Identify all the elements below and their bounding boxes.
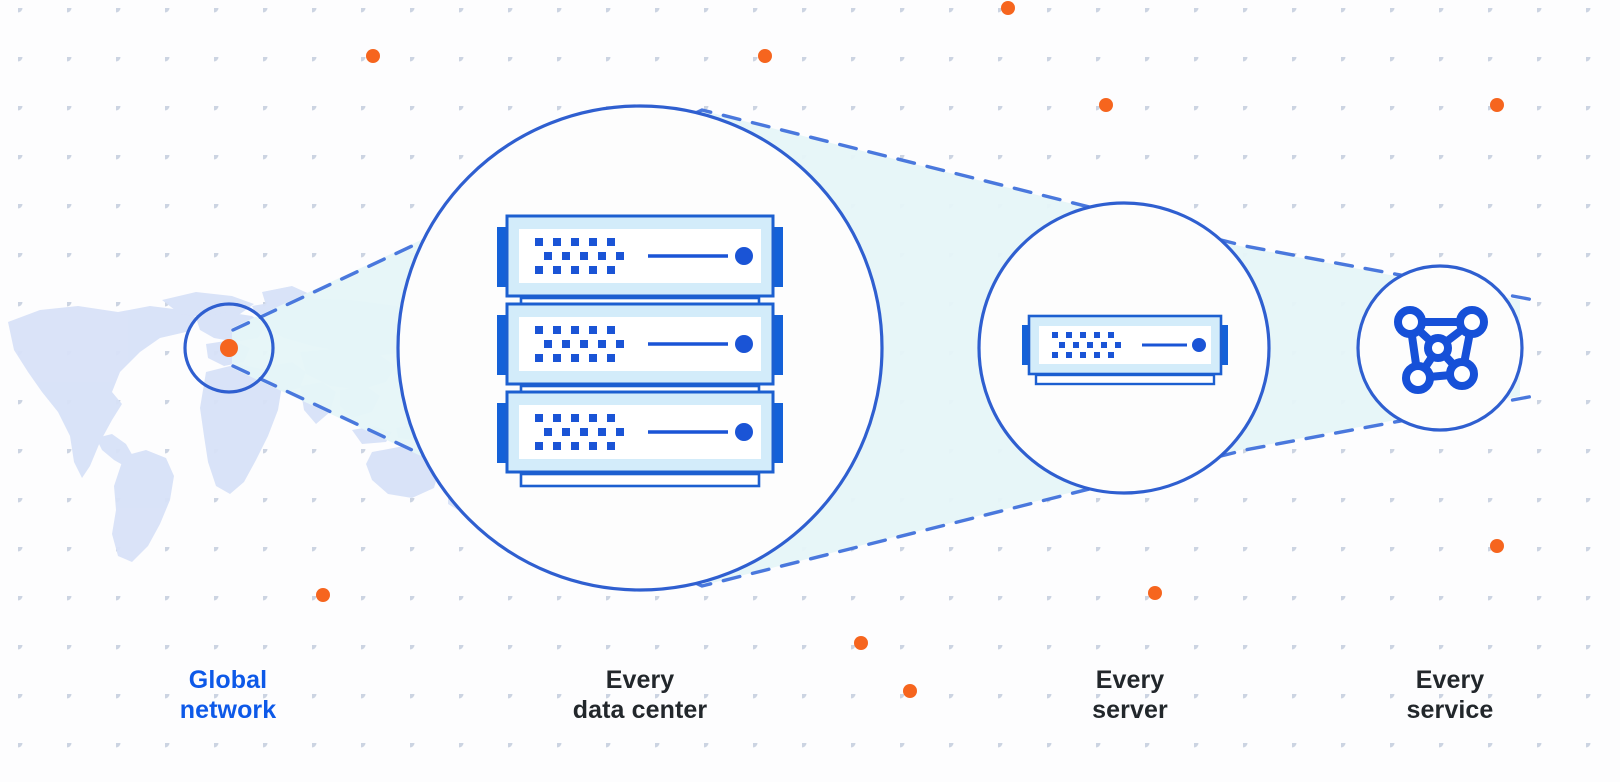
stage-label-data-center: Every data center [572, 666, 708, 724]
server-base [519, 472, 761, 488]
server-dot-matrix-2 [535, 326, 624, 362]
orange-dot [1001, 1, 1015, 15]
orange-dot [1148, 586, 1162, 600]
orange-dot [758, 49, 772, 63]
orange-dot [1490, 98, 1504, 112]
server-dot-matrix-1 [535, 238, 624, 274]
orange-dot [1490, 539, 1504, 553]
single-server-status-led [1192, 338, 1206, 352]
orange-dot [854, 636, 868, 650]
server-dot-matrix-3 [535, 414, 624, 450]
network-mesh-nodes [1394, 306, 1488, 394]
server-status-led-1 [735, 247, 753, 265]
funnel-lower-dashed-line [231, 364, 1536, 588]
orange-dot [1099, 98, 1113, 112]
single-server-base [1034, 373, 1216, 386]
map-location-marker [220, 339, 238, 357]
stage-label-service: Every service [1406, 666, 1494, 724]
single-server-icon [1022, 314, 1228, 386]
orange-dot [366, 49, 380, 63]
server-status-led-2 [735, 335, 753, 353]
funnel-upper-dashed-line [231, 108, 1536, 332]
single-server-dot-matrix [1052, 332, 1121, 358]
server-rack-icon [497, 214, 783, 488]
stage-label-global-network: Global network [179, 666, 277, 724]
orange-dot-group [316, 1, 1504, 698]
orange-dot [903, 684, 917, 698]
orange-dot [316, 588, 330, 602]
server-status-led-3 [735, 423, 753, 441]
stage-label-server: Every server [1092, 666, 1168, 724]
circle-global-network [183, 302, 275, 394]
